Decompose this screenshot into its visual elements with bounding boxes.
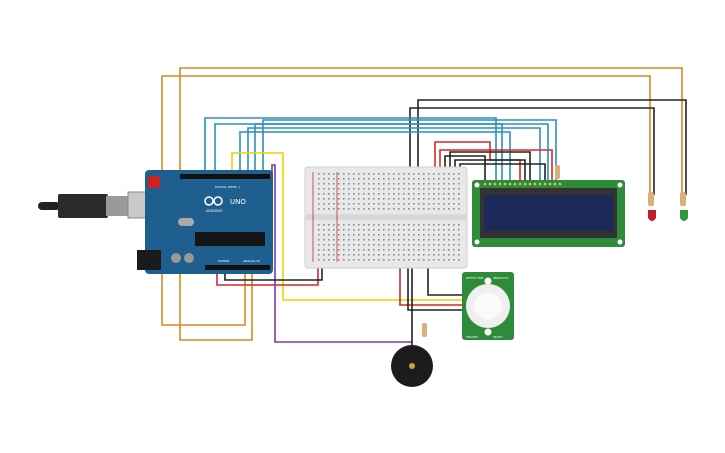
wire-black-led-2[interactable] (417, 99, 687, 195)
resistor-red-led (648, 192, 654, 206)
pir-sensor[interactable]: DETECT TIME SENSITIVITY TRIGGER SELECT (462, 272, 514, 340)
wire-red-pir[interactable] (399, 262, 470, 306)
lcd-mount-hole (474, 182, 480, 188)
piezo-buzzer[interactable] (391, 345, 433, 387)
arduino-brand: ARDUINO (206, 209, 223, 213)
power-jack (137, 250, 161, 270)
green-led[interactable] (680, 210, 688, 221)
pir-pot-icon (484, 277, 492, 285)
arduino-model: UNO (230, 198, 246, 206)
breadboard-holes (318, 173, 460, 261)
wire-blue-5[interactable] (254, 123, 549, 182)
wire-blue-6[interactable] (262, 119, 557, 182)
resistor-green-led (680, 192, 686, 206)
wire-black-pir-2[interactable] (427, 262, 466, 296)
wire-yellow[interactable] (231, 152, 462, 301)
pir-top-right-label: SENSITIVITY (493, 276, 509, 280)
red-led[interactable] (648, 210, 656, 221)
lcd-mount-hole (617, 182, 623, 188)
arduino-digital-label: DIGITAL (PWM~) (215, 185, 240, 189)
digital-header (180, 174, 270, 179)
lcd-screen (484, 195, 613, 231)
lcd-pin-row (483, 182, 562, 186)
wire-black-lcd-2[interactable] (449, 151, 531, 182)
wire-red-lcd-2[interactable] (439, 149, 553, 182)
wire-blue-3[interactable] (239, 131, 511, 182)
arduino-analog-label: ANALOG IN (243, 259, 260, 263)
pir-pot-icon (484, 328, 492, 336)
pir-bottom-left-label: TRIGGER (466, 335, 478, 339)
wire-purple[interactable] (271, 164, 412, 343)
lcd-mount-hole (617, 239, 623, 245)
arduino-power-label: POWER (218, 259, 229, 263)
analog-power-header (205, 265, 270, 270)
reset-button[interactable] (148, 176, 160, 188)
pir-top-left-label: DETECT TIME (466, 276, 484, 280)
lcd-display[interactable] (472, 180, 625, 247)
resistor-buzzer (422, 323, 427, 337)
buzzer-center (409, 363, 415, 369)
wire-black-gnd[interactable] (224, 262, 323, 281)
wire-black-pir[interactable] (407, 262, 470, 311)
resistor-lcd (555, 165, 560, 179)
wire-black-led-1[interactable] (409, 107, 655, 195)
pir-bottom-right-label: SELECT (493, 335, 503, 339)
usb-cable (38, 191, 159, 219)
arduino-uno[interactable]: UNO ARDUINO DIGITAL (PWM~) POWER ANALOG … (137, 170, 273, 274)
arduino-logo-icon (204, 196, 223, 206)
breadboard[interactable] (304, 166, 468, 269)
wire-black-lcd-1[interactable] (444, 155, 486, 182)
atmega-chip (195, 232, 265, 246)
arduino-board (145, 170, 273, 274)
breadboard-center-channel (305, 214, 467, 220)
lcd-mount-hole (474, 239, 480, 245)
wire-red-power[interactable] (216, 262, 319, 286)
resistors (422, 165, 686, 337)
wire-blue-4[interactable] (247, 127, 541, 182)
wires (161, 67, 687, 348)
